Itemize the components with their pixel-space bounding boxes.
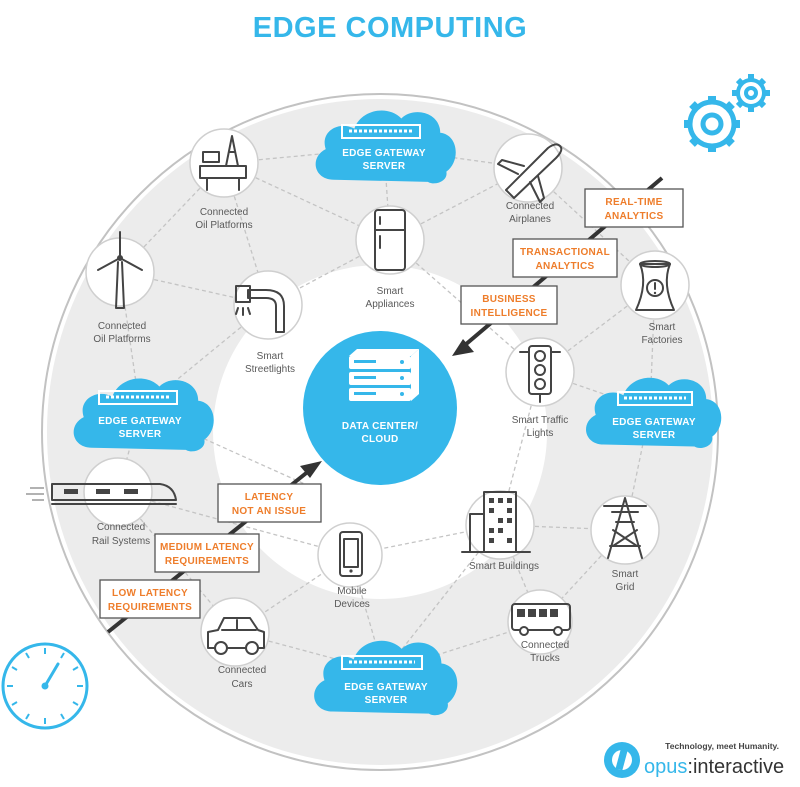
gateway-bottom[interactable]: EDGE GATEWAY SERVER (314, 640, 458, 716)
box-low-latency: LOW LATENCY REQUIREMENTS (99, 579, 201, 619)
node-oil-platforms[interactable]: Connected Oil Platforms (189, 128, 259, 231)
svg-text:Lights: Lights (527, 428, 554, 439)
center-label-1: DATA CENTER/ (342, 421, 418, 432)
svg-text:Smart Buildings: Smart Buildings (469, 561, 539, 572)
svg-text:Trucks: Trucks (530, 653, 560, 664)
svg-text:opus:interactive: opus:interactive (644, 756, 784, 778)
gateway-left-label-1: EDGE GATEWAY (98, 416, 182, 427)
svg-text:NOT AN ISSUE: NOT AN ISSUE (232, 506, 306, 517)
node-smart-streetlights[interactable]: Smart Streetlights (233, 270, 303, 375)
box-medium-latency: MEDIUM LATENCY REQUIREMENTS (154, 533, 260, 573)
svg-text:Devices: Devices (334, 599, 370, 610)
svg-text:REQUIREMENTS: REQUIREMENTS (165, 556, 249, 567)
box-business-intelligence: BUSINESS INTELLIGENCE (460, 285, 558, 325)
mobile-phone-icon (339, 531, 363, 577)
svg-text:Rail Systems: Rail Systems (92, 536, 150, 547)
cooling-tower-icon (635, 260, 675, 311)
gateway-left[interactable]: EDGE GATEWAY SERVER (73, 378, 214, 452)
svg-text:REAL-TIME: REAL-TIME (605, 197, 662, 208)
svg-text:Smart: Smart (257, 351, 284, 362)
power-tower-icon (603, 497, 647, 559)
svg-text:MEDIUM LATENCY: MEDIUM LATENCY (160, 542, 254, 553)
gateway-top[interactable]: EDGE GATEWAY SERVER (315, 110, 456, 184)
opus-interactive-logo: Technology, meet Humanity. opus:interact… (604, 741, 784, 778)
car-icon (207, 617, 265, 655)
svg-text:Connected: Connected (97, 522, 145, 533)
svg-text:TRANSACTIONAL: TRANSACTIONAL (520, 247, 610, 258)
svg-text:Oil Platforms: Oil Platforms (93, 334, 150, 345)
gateway-top-label-1: EDGE GATEWAY (342, 148, 426, 159)
svg-text:ANALYTICS: ANALYTICS (535, 261, 594, 272)
svg-text:INTELLIGENCE: INTELLIGENCE (471, 308, 548, 319)
node-smart-factories[interactable]: Smart Factories (620, 250, 690, 346)
svg-text:Streetlights: Streetlights (245, 364, 295, 375)
svg-text:Smart Traffic: Smart Traffic (512, 415, 569, 426)
clock-icon (1, 642, 89, 730)
oil-rig-icon (199, 135, 247, 191)
svg-text:Connected: Connected (98, 321, 146, 332)
svg-text:Connected: Connected (200, 207, 248, 218)
svg-text:BUSINESS: BUSINESS (482, 294, 536, 305)
node-wind-turbines[interactable]: Connected Oil Platforms (85, 231, 155, 345)
svg-text:Connected: Connected (218, 665, 266, 676)
svg-text:REQUIREMENTS: REQUIREMENTS (108, 602, 192, 613)
svg-text:Airplanes: Airplanes (509, 214, 551, 225)
svg-text:Mobile: Mobile (337, 586, 367, 597)
airplane-icon (497, 143, 563, 203)
box-real-time-analytics: REAL-TIME ANALYTICS (584, 188, 684, 228)
building-icon (461, 491, 531, 553)
node-connected-airplanes[interactable]: Connected Airplanes (493, 133, 563, 225)
streetlight-icon (235, 285, 285, 333)
wind-turbine-icon (97, 231, 143, 309)
svg-text:Smart: Smart (649, 322, 676, 333)
svg-text:LOW LATENCY: LOW LATENCY (112, 588, 188, 599)
svg-text:LATENCY: LATENCY (245, 492, 294, 503)
svg-text:Factories: Factories (641, 335, 682, 346)
gateway-right-label-2: SERVER (633, 430, 676, 441)
svg-text:Technology, meet Humanity.: Technology, meet Humanity. (665, 741, 779, 751)
gears-icon (684, 74, 770, 152)
gateway-left-label-2: SERVER (119, 429, 162, 440)
node-smart-appliances[interactable]: Smart Appliances (355, 205, 425, 310)
data-center-node[interactable]: DATA CENTER/ CLOUD (303, 331, 457, 485)
traffic-light-icon (519, 345, 561, 403)
svg-text:Connected: Connected (521, 640, 569, 651)
node-connected-rail[interactable]: Connected Rail Systems (26, 457, 177, 547)
center-label-2: CLOUD (361, 434, 398, 445)
gateway-bottom-label-2: SERVER (365, 695, 408, 706)
node-smart-traffic-lights[interactable]: Smart Traffic Lights (505, 337, 575, 439)
svg-text:Connected: Connected (506, 201, 554, 212)
node-connected-trucks[interactable]: Connected Trucks (507, 589, 573, 664)
svg-text:Cars: Cars (231, 679, 252, 690)
svg-text:ANALYTICS: ANALYTICS (604, 211, 663, 222)
train-icon (26, 483, 177, 505)
gateway-right-label-1: EDGE GATEWAY (612, 417, 696, 428)
box-latency-not-an-issue: LATENCY NOT AN ISSUE (217, 483, 322, 523)
box-transactional-analytics: TRANSACTIONAL ANALYTICS (512, 238, 618, 278)
bus-icon (511, 603, 571, 636)
node-mobile-devices[interactable]: Mobile Devices (317, 522, 383, 610)
page-title: EDGE COMPUTING (253, 12, 527, 44)
gateway-top-label-2: SERVER (363, 161, 406, 172)
refrigerator-icon (374, 209, 406, 271)
node-connected-cars[interactable]: Connected Cars (200, 597, 270, 690)
node-smart-grid[interactable]: Smart Grid (590, 495, 660, 593)
node-smart-buildings[interactable]: Smart Buildings (461, 490, 539, 572)
svg-text:Smart: Smart (377, 286, 404, 297)
gateway-bottom-label-1: EDGE GATEWAY (344, 682, 428, 693)
svg-text:Smart: Smart (612, 569, 639, 580)
svg-text:Oil Platforms: Oil Platforms (195, 220, 252, 231)
svg-text:Appliances: Appliances (366, 299, 415, 310)
svg-text:Grid: Grid (616, 582, 635, 593)
gateway-right[interactable]: EDGE GATEWAY SERVER (586, 377, 722, 449)
